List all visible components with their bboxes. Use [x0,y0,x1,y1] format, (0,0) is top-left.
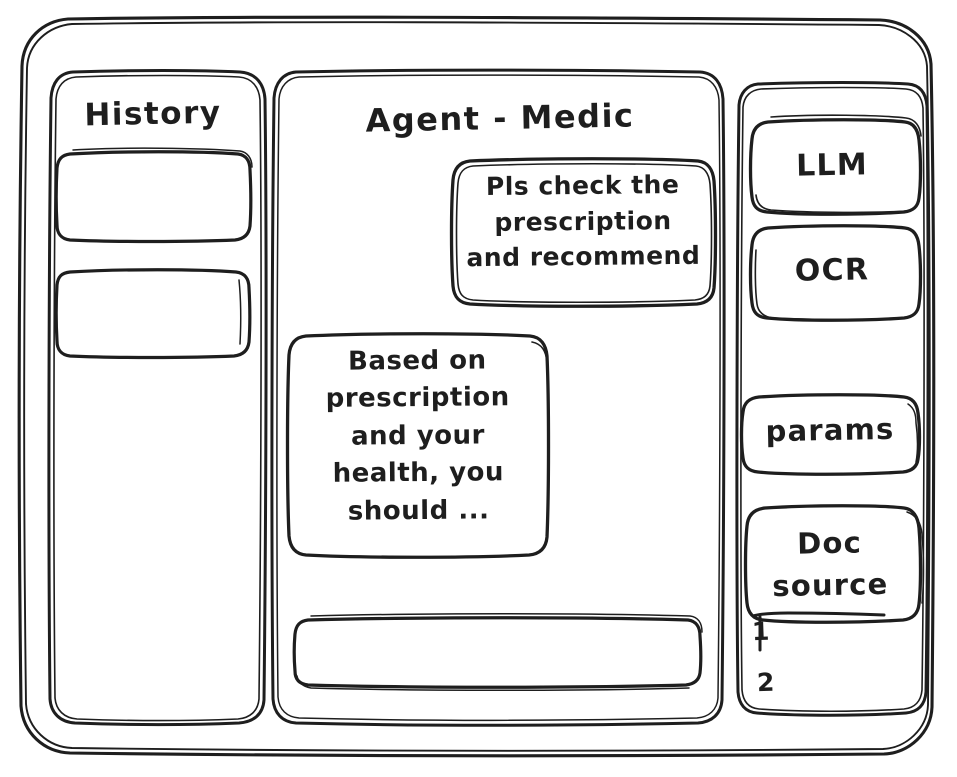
tool-button-doc-source[interactable] [745,504,923,624]
history-item-2[interactable] [56,268,251,358]
tool-button-ocr[interactable] [750,223,922,322]
tool-button-llm[interactable] [750,114,922,215]
user-message-bubble[interactable] [451,157,716,307]
tool-button-params[interactable] [741,393,919,476]
agent-message-bubble[interactable] [287,332,549,559]
history-item-1[interactable] [56,149,253,242]
composer-input[interactable] [294,613,703,691]
